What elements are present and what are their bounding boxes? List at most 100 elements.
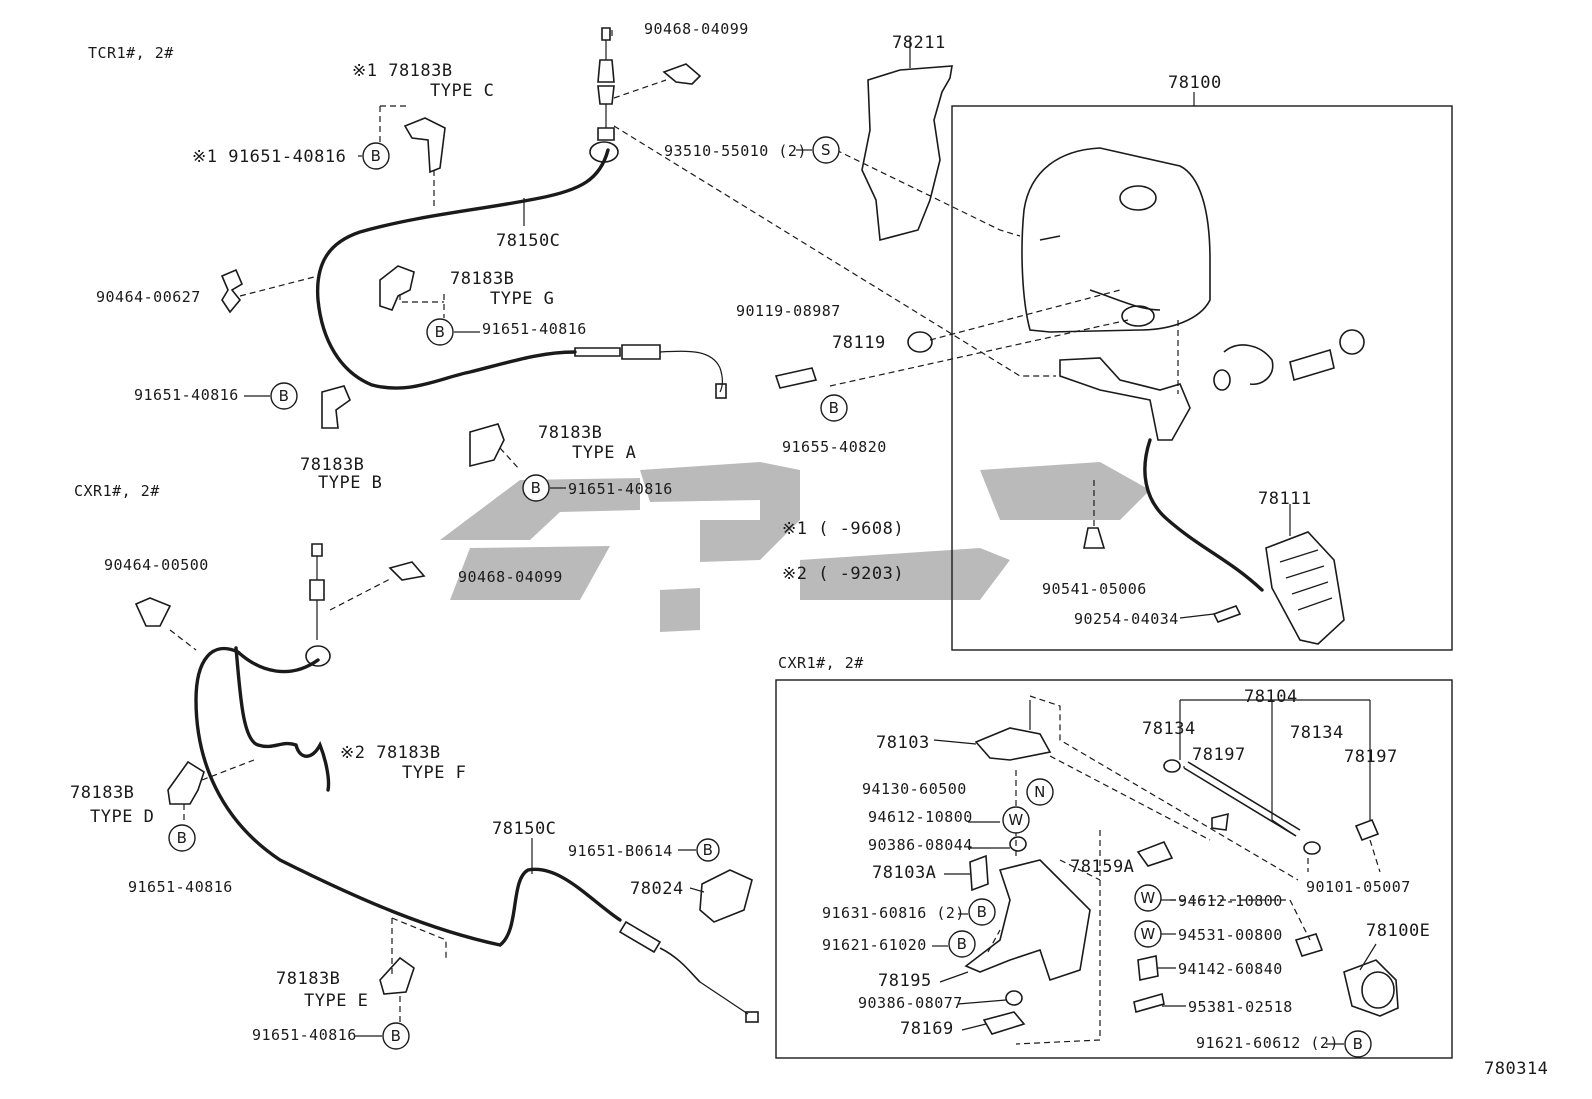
badge-w-94531: W	[1134, 920, 1162, 948]
label-90464-00500: 90464-00500	[104, 556, 209, 574]
shield-78211	[861, 65, 953, 242]
bushing-78119	[907, 331, 933, 353]
label-91621-60612: 91621-60612 (2)	[1196, 1034, 1339, 1052]
leader-lines	[169, 30, 1381, 1045]
svg-text:W: W	[1140, 925, 1155, 943]
badge-b-91621-60612: B	[1344, 1030, 1372, 1058]
label-94130: 94130-60500	[862, 780, 967, 798]
section-cxr-box-label: CXR1#, 2#	[778, 654, 864, 672]
bracket-78183b-type-d	[167, 760, 205, 805]
pin-90254-04034	[1212, 605, 1242, 623]
label-94612-a: 94612-10800	[868, 808, 973, 826]
label-78211: 78211	[892, 33, 946, 53]
bracket-78183b-type-g	[379, 265, 415, 311]
label-90386-08077: 90386-08077	[858, 994, 963, 1012]
label-78119: 78119	[832, 333, 886, 353]
label-90468-mid: 90468-04099	[458, 568, 563, 586]
clip-90468-04099-top	[662, 63, 702, 85]
lever-78103	[974, 700, 1052, 761]
badge-n-94130: N	[1026, 778, 1054, 806]
bushing-78134-a	[1163, 759, 1181, 773]
accelerator-cable-tcr	[315, 27, 727, 399]
actuator-78100e	[1343, 959, 1399, 1017]
label-91655: 91655-40820	[782, 438, 887, 456]
bracket-78183b-type-a	[469, 423, 505, 468]
label-91631: 91631-60816 (2)	[822, 904, 965, 922]
svg-text:B: B	[279, 387, 290, 405]
label-78150c-top: 78150C	[496, 231, 560, 251]
svg-text:B: B	[1353, 1035, 1364, 1053]
svg-text:B: B	[957, 935, 968, 953]
badge-b-91621-61020: B	[948, 930, 976, 958]
label-78169: 78169	[900, 1019, 954, 1039]
label-78103a: 78103A	[872, 863, 936, 883]
note-2: ※2 ( -9203)	[782, 564, 904, 584]
label-95381: 95381-02518	[1188, 998, 1293, 1016]
bracket-78195	[964, 859, 1091, 982]
label-94612-b: 94612-10800	[1178, 892, 1283, 910]
badge-b-91631: B	[968, 898, 996, 926]
label-78103: 78103	[876, 733, 930, 753]
badge-s-93510: S	[812, 136, 840, 164]
label-type-g: TYPE G	[490, 289, 554, 309]
label-78183b-a: 78183B	[538, 423, 602, 443]
svg-text:B: B	[371, 147, 382, 165]
svg-text:N: N	[1034, 783, 1046, 801]
pedal-pad-78111	[1265, 531, 1345, 645]
clip-90464-00627	[220, 268, 244, 314]
svg-text:W: W	[1140, 889, 1155, 907]
badge-b-91651-e: B	[382, 1022, 410, 1050]
badge-b-91651-b: B	[270, 382, 298, 410]
note-1: ※1 ( -9608)	[782, 519, 904, 539]
label-78183b-e: 78183B	[276, 969, 340, 989]
label-type-c: TYPE C	[430, 81, 494, 101]
bracket-78183b-type-c	[403, 117, 446, 174]
part-labels: 90468-04099 78211 78100 ※1 78183B TYPE C…	[70, 20, 1430, 1052]
lever-78159a	[1136, 840, 1174, 867]
label-type-a: TYPE A	[572, 443, 636, 463]
label-78150c-bot: 78150C	[492, 819, 556, 839]
clip-90468-04099-mid	[388, 561, 426, 581]
bushing-78134-b	[1303, 841, 1321, 855]
badge-b-91651-b0614: B	[696, 838, 720, 862]
spring-78103a	[969, 854, 989, 892]
bolt-90101-05007	[1294, 933, 1324, 957]
label-90468-top: 90468-04099	[644, 20, 749, 38]
badge-w-94612-b: W	[1134, 884, 1162, 912]
badge-b-91651-d: B	[168, 824, 196, 852]
pin-95381-02518	[1133, 992, 1165, 1014]
label-type-f: TYPE F	[402, 763, 466, 783]
rod-78104	[1183, 761, 1301, 837]
label-91651-e: 91651-40816	[252, 1026, 357, 1044]
watermark-logo	[440, 462, 1150, 632]
label-type-b: TYPE B	[318, 473, 382, 493]
label-type-d: TYPE D	[90, 807, 154, 827]
label-94142: 94142-60840	[1178, 960, 1283, 978]
badge-b-91651-c: B	[362, 142, 390, 170]
svg-text:B: B	[177, 829, 188, 847]
label-90464-00627: 90464-00627	[96, 288, 201, 306]
label-90254: 90254-04034	[1074, 610, 1179, 628]
label-91651-c: ※1 91651-40816	[192, 147, 346, 167]
clip-78197-b	[1354, 818, 1380, 842]
badge-b-91651-a: B	[522, 474, 550, 502]
label-78183b-d: 78183B	[70, 783, 134, 803]
label-78159a: 78159A	[1070, 857, 1134, 877]
label-91651-d: 91651-40816	[128, 878, 233, 896]
diagram-id: 780314	[1484, 1059, 1548, 1079]
label-78197-a: 78197	[1192, 745, 1246, 765]
badge-b-91655: B	[820, 394, 848, 422]
section-tcr-label: TCR1#, 2#	[88, 44, 174, 62]
label-78024: 78024	[630, 879, 684, 899]
label-90386-08044: 90386-08044	[868, 836, 973, 854]
label-91621-61020: 91621-61020	[822, 936, 927, 954]
svg-text:B: B	[977, 903, 988, 921]
svg-text:B: B	[531, 479, 542, 497]
label-91651-a: 91651-40816	[568, 480, 673, 498]
section-cxr-left-label: CXR1#, 2#	[74, 482, 160, 500]
label-78195: 78195	[878, 971, 932, 991]
clip-90464-00500	[134, 597, 172, 627]
label-93510: 93510-55010 (2)	[664, 142, 807, 160]
svg-text:S: S	[821, 141, 831, 159]
